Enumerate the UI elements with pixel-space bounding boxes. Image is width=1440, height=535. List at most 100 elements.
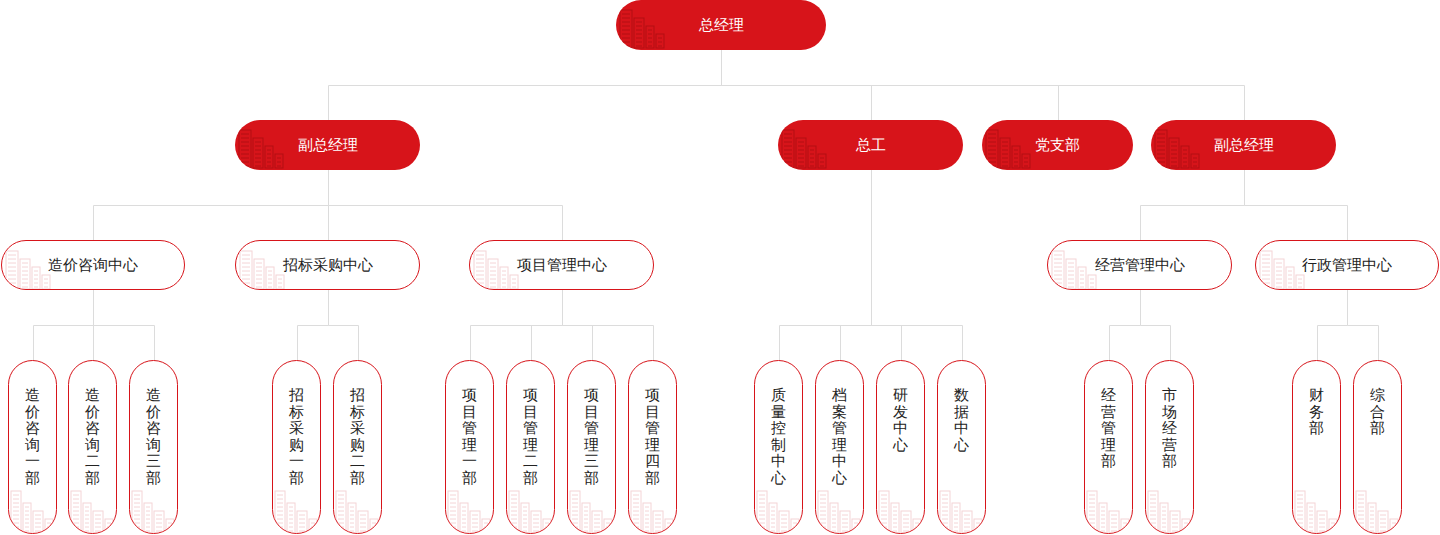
window-line	[338, 507, 344, 508]
node-label: 招标采购一部	[289, 387, 304, 486]
window-line	[168, 527, 172, 528]
building	[818, 491, 828, 533]
window-line	[1380, 515, 1386, 516]
window-line	[47, 523, 51, 524]
window-line	[338, 531, 344, 532]
window-line	[372, 531, 376, 532]
window-line	[820, 531, 826, 532]
building	[840, 511, 850, 533]
window-line	[484, 527, 488, 528]
window-line	[636, 30, 642, 31]
org-connector	[722, 50, 1245, 120]
building	[1000, 138, 1010, 168]
org-connector	[1318, 290, 1348, 360]
window-line	[820, 158, 824, 159]
window-line	[268, 279, 272, 280]
window-line	[350, 511, 354, 512]
window-line	[1262, 287, 1270, 288]
org-connector	[563, 290, 654, 360]
window-line	[1319, 519, 1325, 520]
window-line	[964, 523, 970, 524]
window-line	[976, 523, 980, 524]
org-connector	[841, 170, 872, 360]
building	[154, 511, 164, 533]
window-line	[134, 507, 140, 508]
window-line	[25, 527, 29, 528]
window-line	[881, 503, 887, 504]
window-line	[648, 46, 652, 47]
window-line	[523, 515, 527, 516]
window-line	[1172, 523, 1178, 524]
window-line	[372, 527, 376, 528]
window-line	[1089, 503, 1095, 504]
window-line	[73, 531, 79, 532]
window-line	[1068, 287, 1074, 288]
window-line	[256, 267, 262, 268]
node-label: 项目管理一部	[462, 387, 477, 486]
building	[71, 491, 81, 533]
window-line	[299, 515, 305, 516]
window-line	[1089, 515, 1095, 516]
window-line	[759, 527, 765, 528]
node-label: 党支部	[1035, 136, 1080, 155]
window-line	[360, 527, 366, 528]
window-line	[511, 515, 517, 516]
window-line	[85, 527, 89, 528]
window-line	[476, 275, 484, 276]
window-line	[450, 507, 456, 508]
window-line	[636, 42, 642, 43]
window-line	[25, 519, 29, 520]
window-line	[881, 499, 887, 500]
window-line	[810, 166, 814, 167]
window-line	[1309, 511, 1313, 512]
window-line	[954, 511, 958, 512]
building	[1356, 491, 1366, 533]
node-label: 造价咨询三部	[146, 387, 161, 486]
department-pill: 质量控制中心	[754, 360, 803, 534]
building	[879, 491, 889, 533]
window-line	[759, 515, 765, 516]
org-connector	[471, 290, 563, 360]
department-pill: 经营管理部	[1084, 360, 1133, 534]
building	[891, 503, 899, 533]
window-line	[1319, 531, 1325, 532]
window-line	[25, 511, 29, 512]
window-line	[8, 263, 16, 264]
window-line	[820, 499, 826, 500]
window-line	[1054, 255, 1062, 256]
window-line	[34, 287, 38, 288]
window-line	[1370, 515, 1374, 516]
window-line	[1319, 523, 1325, 524]
window-line	[13, 499, 19, 500]
window-line	[1171, 146, 1177, 147]
window-line	[759, 531, 765, 532]
window-line	[73, 507, 79, 508]
node-label: 造价咨询中心	[48, 256, 138, 275]
window-line	[594, 523, 600, 524]
window-line	[350, 523, 354, 524]
window-line	[842, 531, 848, 532]
node-label: 行政管理中心	[1302, 256, 1392, 275]
building	[266, 267, 274, 289]
window-line	[1262, 263, 1270, 264]
window-line	[1370, 531, 1374, 532]
window-line	[759, 511, 765, 512]
window-line	[842, 519, 848, 520]
window-line	[1090, 287, 1094, 288]
window-line	[1297, 499, 1303, 500]
window-line	[942, 519, 948, 520]
building	[818, 154, 826, 168]
window-line	[622, 46, 630, 47]
window-line	[1297, 503, 1303, 504]
window-line	[1370, 527, 1374, 528]
department-pill: 招标采购二部	[333, 360, 382, 534]
window-line	[1054, 279, 1062, 280]
building	[474, 251, 486, 289]
window-line	[256, 279, 262, 280]
window-line	[988, 158, 996, 159]
window-line	[976, 527, 980, 528]
window-line	[1358, 519, 1364, 520]
building	[1160, 503, 1168, 533]
window-line	[942, 511, 948, 512]
window-line	[338, 519, 344, 520]
